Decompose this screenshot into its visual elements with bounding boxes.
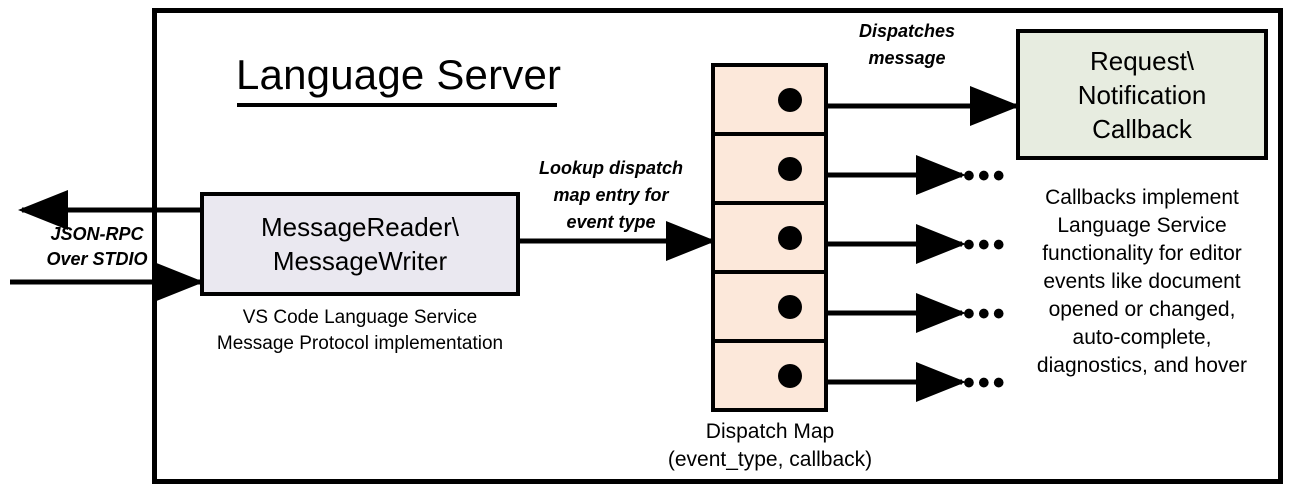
dispatches-message-edge-label: Dispatches message — [858, 21, 956, 68]
language-server-boundary — [152, 8, 1283, 484]
table-row[interactable] — [715, 343, 824, 408]
callback-dot-icon — [778, 294, 802, 319]
callback-description-caption: Callbacks implement Language Service fun… — [1036, 186, 1248, 377]
ellipsis-row-2: ••• — [963, 157, 1008, 195]
jsonrpc-transport-label: JSON-RPC Over STDIO — [46, 224, 148, 269]
ellipsis-row-3: ••• — [963, 226, 1008, 264]
ellipsis-row-5: ••• — [963, 364, 1008, 402]
page-title-underline — [237, 103, 557, 107]
page-title: Language Server — [236, 51, 562, 98]
request-notification-callback-label: Request\ Notification Callback — [1077, 45, 1207, 144]
message-reader-writer-label: MessageReader\ MessageWriter — [261, 212, 459, 276]
callback-dot-icon — [778, 156, 802, 181]
callback-dot-icon — [778, 87, 802, 112]
dispatch-map-table[interactable] — [711, 63, 828, 412]
callback-dot-icon — [778, 225, 802, 250]
ellipsis-row-4: ••• — [963, 295, 1008, 333]
dispatch-map-caption: Dispatch Map (event_type, callback) — [667, 420, 873, 471]
table-row[interactable] — [715, 67, 824, 136]
table-row[interactable] — [715, 136, 824, 205]
message-reader-writer-box[interactable]: MessageReader\ MessageWriter — [200, 192, 520, 296]
table-row[interactable] — [715, 205, 824, 274]
table-row[interactable] — [715, 274, 824, 343]
callback-dot-icon — [778, 363, 802, 388]
lookup-dispatch-edge-label: Lookup dispatch map entry for event type — [539, 158, 683, 232]
message-reader-writer-caption: VS Code Language Service Message Protoco… — [216, 307, 504, 354]
request-notification-callback-box[interactable]: Request\ Notification Callback — [1016, 29, 1268, 160]
